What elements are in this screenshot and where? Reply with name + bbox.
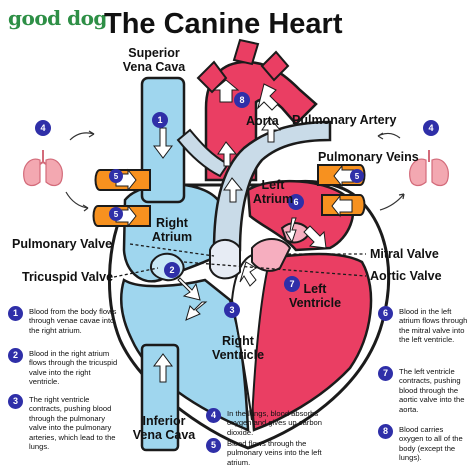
marker-5-right: 5: [354, 171, 360, 181]
aorta-branch-3: [260, 50, 290, 82]
step-number-badge: 4: [206, 408, 221, 423]
step-text: The left ventricle contracts, pushing bl…: [399, 367, 465, 414]
pulmonary-artery-vessel: [212, 120, 332, 252]
mitral-valve-shape: [251, 238, 292, 272]
brand-logo: good dog: [8, 6, 107, 30]
heart-markers: [35, 92, 439, 318]
label-tricuspid-valve: Tricuspid Valve: [22, 270, 114, 284]
marker-4-right: 4: [428, 123, 434, 133]
marker-3: 3: [229, 305, 235, 315]
flow-arrows: [115, 79, 355, 383]
step-number-badge: 5: [206, 438, 221, 453]
marker-4-left: 4: [40, 123, 46, 133]
page-title: The Canine Heart: [104, 8, 343, 40]
label-right-ventricle: Right Ventricle: [211, 334, 265, 362]
marker-2: 2: [169, 265, 175, 275]
pulmonary-valve-shape: [209, 239, 241, 280]
label-left-atrium: Left Atrium: [252, 178, 294, 206]
step-text: Blood in the left atrium flows through t…: [399, 307, 468, 345]
pointer-lines: [113, 243, 367, 278]
label-right-atrium: Right Atrium: [151, 216, 193, 244]
step-number-badge: 3: [8, 394, 23, 409]
step-number-badge: 2: [8, 348, 23, 363]
step-5: 5 Blood flows through the pulmonary vein…: [206, 438, 338, 467]
aorta-branch-2: [232, 38, 260, 66]
label-pulmonary-veins: Pulmonary Veins: [318, 150, 419, 164]
label-mitral-valve: Mitral Valve: [370, 247, 439, 261]
step-text: The right ventricle contracts, pushing b…: [29, 395, 116, 452]
step-1: 1 Blood from the body flows through vena…: [8, 306, 118, 335]
label-inferior-vena-cava: Inferior Vena Cava: [132, 414, 196, 442]
marker-1: 1: [157, 115, 163, 125]
step-number-badge: 7: [378, 366, 393, 381]
aorta-branch-1: [196, 60, 228, 94]
label-superior-vena-cava: Superior Vena Cava: [122, 46, 186, 74]
inferior-vena-cava-vessel: [140, 343, 180, 452]
step-2: 2 Blood in the right atrium flows throug…: [8, 348, 118, 387]
step-7: 7 The left ventricle contracts, pushing …: [378, 366, 468, 414]
step-text: Blood flows through the pulmonary veins …: [227, 439, 322, 467]
step-number-badge: 1: [8, 306, 23, 321]
marker-7: 7: [289, 279, 295, 289]
marker-6: 6: [293, 197, 299, 207]
label-aortic-valve: Aortic Valve: [370, 269, 442, 283]
step-3: 3 The right ventricle contracts, pushing…: [8, 394, 120, 451]
step-text: In the lungs, blood absorbs oxygen and g…: [227, 409, 322, 437]
marker-5-upper: 5: [113, 171, 119, 181]
marker-8: 8: [239, 95, 245, 105]
marker-5-lower: 5: [113, 209, 119, 219]
label-left-ventricle: Left Ventricle: [288, 282, 342, 310]
step-6: 6 Blood in the left atrium flows through…: [378, 306, 468, 345]
pulmonary-artery-left-branch: [176, 128, 230, 178]
step-number-badge: 8: [378, 424, 393, 439]
label-pulmonary-artery: Pulmonary Artery: [292, 113, 397, 127]
step-text: Blood in the right atrium flows through …: [29, 349, 118, 387]
lung-flow-arrows: [65, 130, 405, 212]
step-text: Blood carries oxygen to all of the body …: [399, 425, 463, 463]
left-lung-icon: [23, 150, 63, 187]
step-8: 8 Blood carries oxygen to all of the bod…: [378, 424, 468, 463]
step-text: Blood from the body flows through venae …: [29, 307, 117, 335]
step-number-badge: 6: [378, 306, 393, 321]
label-aorta: Aorta: [246, 114, 279, 128]
septum: [230, 252, 272, 421]
step-4: 4 In the lungs, blood absorbs oxygen and…: [206, 408, 338, 437]
right-lung-icon: [409, 150, 449, 187]
label-pulmonary-valve: Pulmonary Valve: [12, 237, 113, 251]
